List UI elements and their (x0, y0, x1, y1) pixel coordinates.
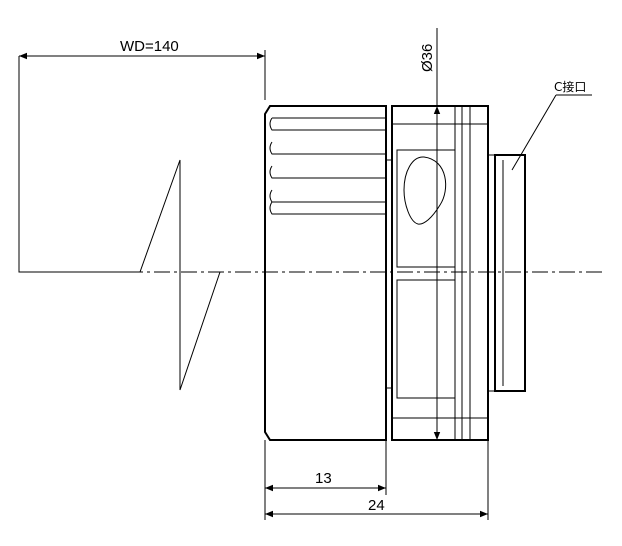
wd-label: WD=140 (120, 38, 179, 55)
c-mount-ring (488, 154, 526, 392)
lens-front-section (264, 105, 392, 441)
mount-label: C接口 (554, 79, 586, 94)
length-front-label: 13 (315, 470, 332, 487)
mount-callout: C接口 (511, 79, 592, 171)
diameter-label: Ø36 (419, 44, 436, 72)
length-total-label: 24 (368, 497, 385, 514)
wd-dimension: WD=140 (19, 38, 266, 100)
object-plane (18, 56, 221, 391)
length-dimensions: 13 24 (264, 440, 489, 520)
diameter-dimension: Ø36 (419, 28, 441, 440)
lens-middle-section (391, 105, 489, 441)
